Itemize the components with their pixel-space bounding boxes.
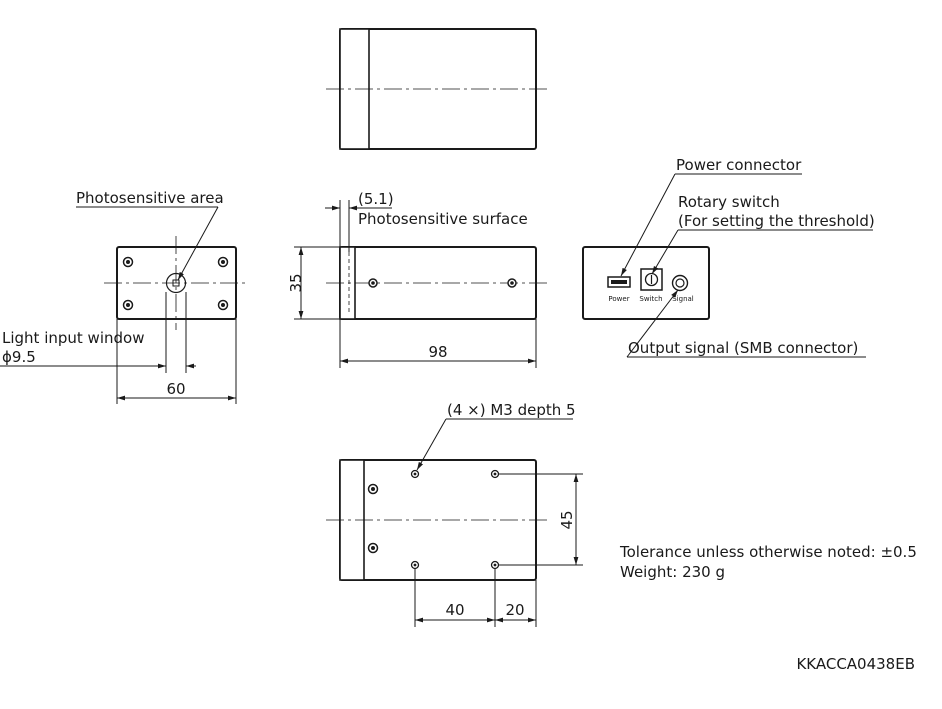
label-light-input-window: Light input window [2,329,144,347]
dim-bottom-hole-spacing-x: 40 [445,601,464,619]
dim-bottom-hole-offset-x: 20 [505,601,524,619]
label-mount-holes: (4 ×) M3 depth 5 [447,401,576,419]
dim-side-height: 35 [287,273,305,292]
m3-mounting-holes [410,469,500,570]
dim-side-length: 98 [428,343,447,361]
note-weight: Weight: 230 g [620,563,725,581]
front-view [0,206,248,404]
drawing-number: KKACCA0438EB [796,655,915,673]
side-view [294,200,550,368]
panel-label-switch: Switch [639,295,662,303]
side-view-screws [368,278,517,288]
bottom-view-cap-screws [367,483,379,554]
panel-label-signal: Signal [672,295,694,303]
label-rotary-switch: Rotary switch [678,193,780,211]
label-photosensitive-surface-offset: (5.1) [358,190,394,208]
label-rotary-switch-purpose: (For setting the threshold) [678,212,875,230]
rear-view: Power Switch Signal [582,173,873,358]
dim-bottom-hole-spacing-y: 45 [558,510,576,529]
label-power-connector: Power connector [676,156,802,174]
dim-front-width: 60 [166,380,185,398]
label-light-input-window-dia: ϕ9.5 [2,348,36,366]
note-tolerance: Tolerance unless otherwise noted: ±0.5 [619,543,917,561]
top-view [326,28,550,150]
label-photosensitive-surface: Photosensitive surface [358,210,528,228]
panel-label-power: Power [608,295,629,303]
front-view-screws [122,256,229,311]
bottom-view [326,418,583,627]
label-photosensitive-area: Photosensitive area [76,189,224,207]
label-output-signal: Output signal (SMB connector) [628,339,858,357]
